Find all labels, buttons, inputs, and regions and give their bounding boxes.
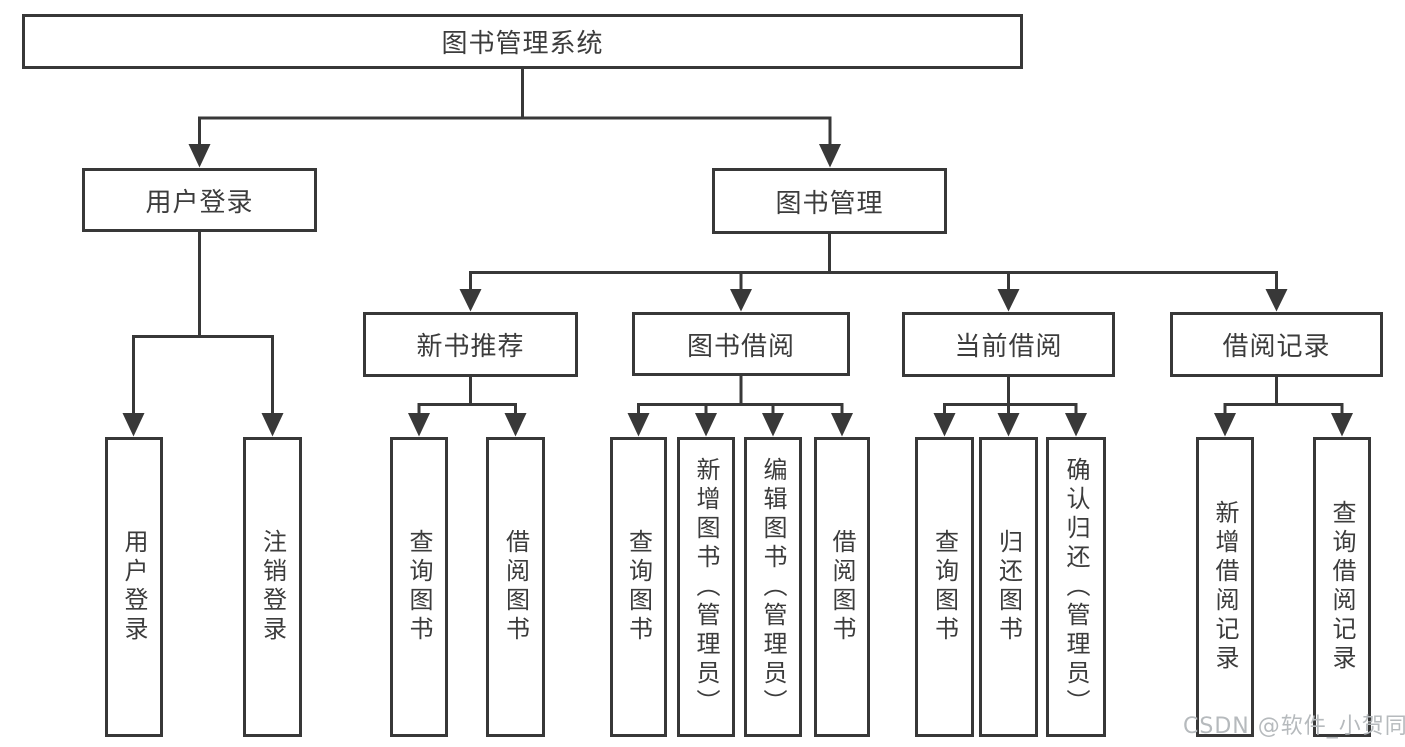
leaf-query-books-borrowing: 查询图书 [610, 437, 667, 737]
leaf-borrow-books-recommend-label: 借阅图书 [501, 529, 530, 645]
node-new-book-recommend-label: 新书推荐 [416, 332, 525, 362]
leaf-edit-book-admin-label: 编辑图书（管理员） [759, 456, 787, 718]
node-user-login-label: 用户登录 [145, 187, 254, 218]
leaf-add-book-admin-label: 新增图书（管理员） [692, 456, 720, 718]
connector-new-book-recommend-to-leaves [408, 376, 527, 437]
leaf-query-books-current: 查询图书 [915, 437, 974, 737]
leaf-query-borrow-record: 查询借阅记录 [1313, 437, 1371, 737]
node-current-borrowing: 当前借阅 [902, 312, 1115, 377]
leaf-return-books: 归还图书 [979, 437, 1038, 737]
leaf-query-borrow-record-label: 查询借阅记录 [1328, 500, 1356, 674]
leaf-borrow-books-borrowing-label: 借阅图书 [828, 529, 856, 645]
leaf-borrow-books-recommend: 借阅图书 [486, 437, 545, 737]
connector-borrow-records-to-leaves [1214, 376, 1353, 437]
connector-current-borrowing-to-leaves [933, 376, 1087, 437]
leaf-return-books-label: 归还图书 [994, 529, 1023, 645]
leaf-query-books-current-label: 查询图书 [930, 529, 959, 645]
node-borrow-records: 借阅记录 [1170, 312, 1383, 377]
node-root-library-management-system: 图书管理系统 [22, 14, 1023, 69]
connector-book-borrowing-to-leaves [627, 376, 853, 437]
node-book-borrowing-label: 图书借阅 [686, 331, 795, 362]
node-root-label: 图书管理系统 [441, 29, 604, 59]
leaf-borrow-books-borrowing: 借阅图书 [814, 437, 870, 737]
leaf-query-books-recommend: 查询图书 [390, 437, 448, 737]
connector-user-login-to-leaves [122, 231, 284, 437]
leaf-query-books-recommend-label: 查询图书 [405, 529, 433, 645]
node-new-book-recommend: 新书推荐 [363, 312, 578, 377]
leaf-add-book-admin: 新增图书（管理员） [677, 437, 735, 737]
leaf-add-borrow-record: 新增借阅记录 [1196, 437, 1254, 737]
connector-book-management-to-level3 [459, 233, 1288, 312]
leaf-edit-book-admin: 编辑图书（管理员） [744, 437, 802, 737]
leaf-logout-login-label: 注销登录 [258, 529, 287, 645]
leaf-confirm-return-admin-label: 确认归还（管理员） [1062, 456, 1090, 718]
node-book-borrowing: 图书借阅 [632, 312, 850, 376]
leaf-logout-login: 注销登录 [243, 437, 302, 737]
connector-root-to-level2 [188, 68, 841, 168]
leaf-user-login: 用户登录 [105, 437, 163, 737]
watermark: CSDN @软件_小贺同学 [1183, 714, 1405, 739]
leaf-user-login-label: 用户登录 [120, 529, 148, 645]
leaf-query-books-borrowing-label: 查询图书 [624, 529, 653, 645]
node-user-login: 用户登录 [82, 168, 317, 232]
node-current-borrowing-label: 当前借阅 [954, 332, 1063, 362]
node-book-management: 图书管理 [712, 168, 947, 234]
node-book-management-label: 图书管理 [775, 188, 884, 219]
node-borrow-records-label: 借阅记录 [1222, 332, 1331, 362]
leaf-add-borrow-record-label: 新增借阅记录 [1211, 500, 1239, 674]
leaf-confirm-return-admin: 确认归还（管理员） [1046, 437, 1106, 737]
